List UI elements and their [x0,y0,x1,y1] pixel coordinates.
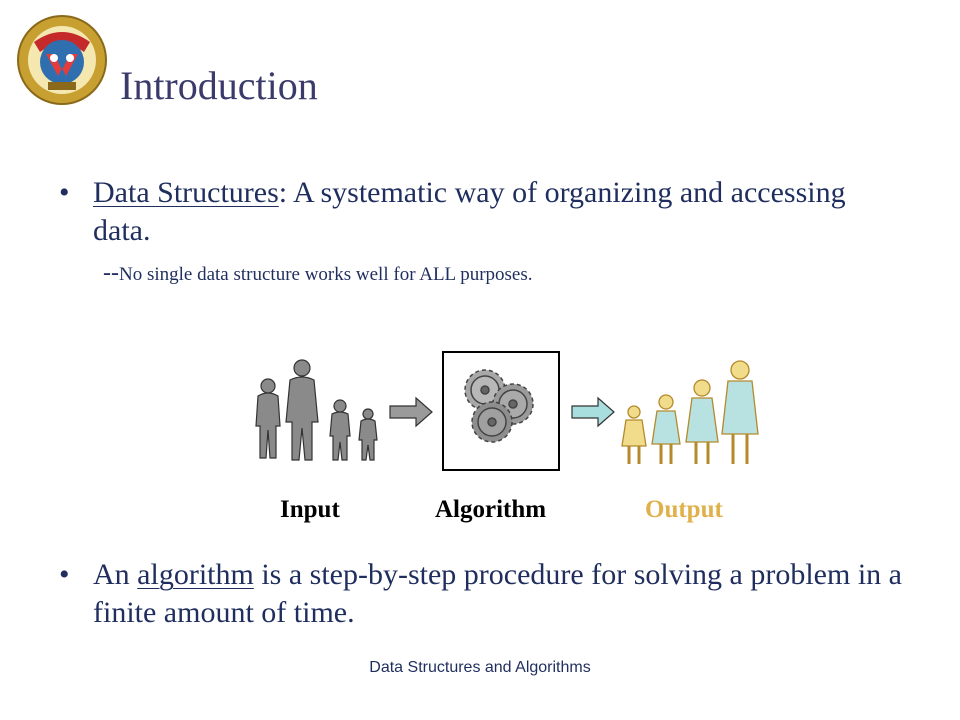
bullet-prefix: An [93,558,138,591]
term-algorithm: algorithm [137,558,254,591]
bullet-algorithm: • An algorithm is a step-by-step procedu… [59,556,903,632]
input-algorithm-output-diagram [255,351,759,471]
slide-footer: Data Structures and Algorithms [369,659,591,676]
slide-title: Introduction [120,63,318,108]
gears-icon [464,369,534,443]
university-seal-icon [17,15,107,105]
note-text: No single data structure works well for … [118,264,533,285]
bullet-text: : A systematic way of organizing and acc… [93,176,846,247]
bullet-text: is a step-by-step procedure for solving … [93,558,902,629]
bullet-dot: • [59,558,70,591]
input-label: Input [280,496,340,523]
arrow-output-icon [571,396,615,428]
bullet-dot: • [59,176,70,209]
output-label: Output [645,496,723,523]
bullet-data-structures: • Data Structures: A systematic way of o… [59,174,883,250]
people-icon [255,359,378,461]
term-data-structures: Data Structures [93,176,279,209]
children-icon [621,360,759,464]
arrow-icon [389,396,433,428]
note-dashes: -- [103,260,119,286]
note-line: --No single data structure works well fo… [103,260,533,287]
algorithm-label: Algorithm [435,496,547,523]
